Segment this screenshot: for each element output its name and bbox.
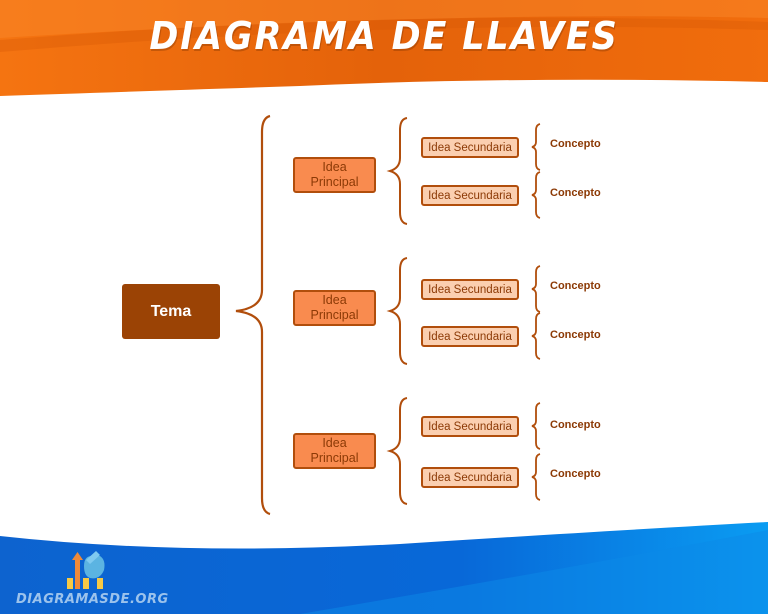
concept-label: Concepto: [550, 138, 601, 150]
concept-label: Concepto: [550, 280, 601, 292]
concept-braces: [531, 123, 541, 501]
page-title: DIAGRAMA DE LLAVES: [149, 14, 619, 58]
secondary-idea-label: Idea Secundaria: [428, 189, 512, 202]
concept-label: Concepto: [550, 187, 601, 199]
secondary-idea-box: Idea Secundaria: [421, 326, 519, 347]
principal-idea-box: Idea Principal: [293, 433, 376, 469]
header-band: [0, 0, 768, 96]
principal-idea-label: Idea Principal: [310, 436, 359, 465]
principal-idea-label: Idea Principal: [310, 160, 359, 189]
secondary-idea-label: Idea Secundaria: [428, 283, 512, 296]
secondary-idea-box: Idea Secundaria: [421, 185, 519, 206]
footer-band: [0, 522, 768, 614]
group-brace-3: [386, 397, 408, 505]
secondary-idea-label: Idea Secundaria: [428, 141, 512, 154]
bar-chart-hand-icon: [67, 551, 105, 589]
secondary-idea-box: Idea Secundaria: [421, 279, 519, 300]
main-brace: [235, 114, 271, 516]
principal-idea-label: Idea Principal: [310, 293, 359, 322]
site-logo-text: DIAGRAMASDE.ORG: [16, 592, 169, 607]
root-topic-box: Tema: [122, 284, 220, 339]
secondary-idea-label: Idea Secundaria: [428, 420, 512, 433]
principal-idea-box: Idea Principal: [293, 290, 376, 326]
root-topic-label: Tema: [150, 302, 192, 320]
secondary-idea-box: Idea Secundaria: [421, 467, 519, 488]
group-brace-1: [386, 117, 408, 225]
group-brace-2: [386, 257, 408, 365]
concept-label: Concepto: [550, 468, 601, 480]
secondary-idea-label: Idea Secundaria: [428, 330, 512, 343]
concept-label: Concepto: [550, 419, 601, 431]
secondary-idea-label: Idea Secundaria: [428, 471, 512, 484]
concept-label: Concepto: [550, 329, 601, 341]
secondary-idea-box: Idea Secundaria: [421, 416, 519, 437]
principal-idea-box: Idea Principal: [293, 157, 376, 193]
secondary-idea-box: Idea Secundaria: [421, 137, 519, 158]
